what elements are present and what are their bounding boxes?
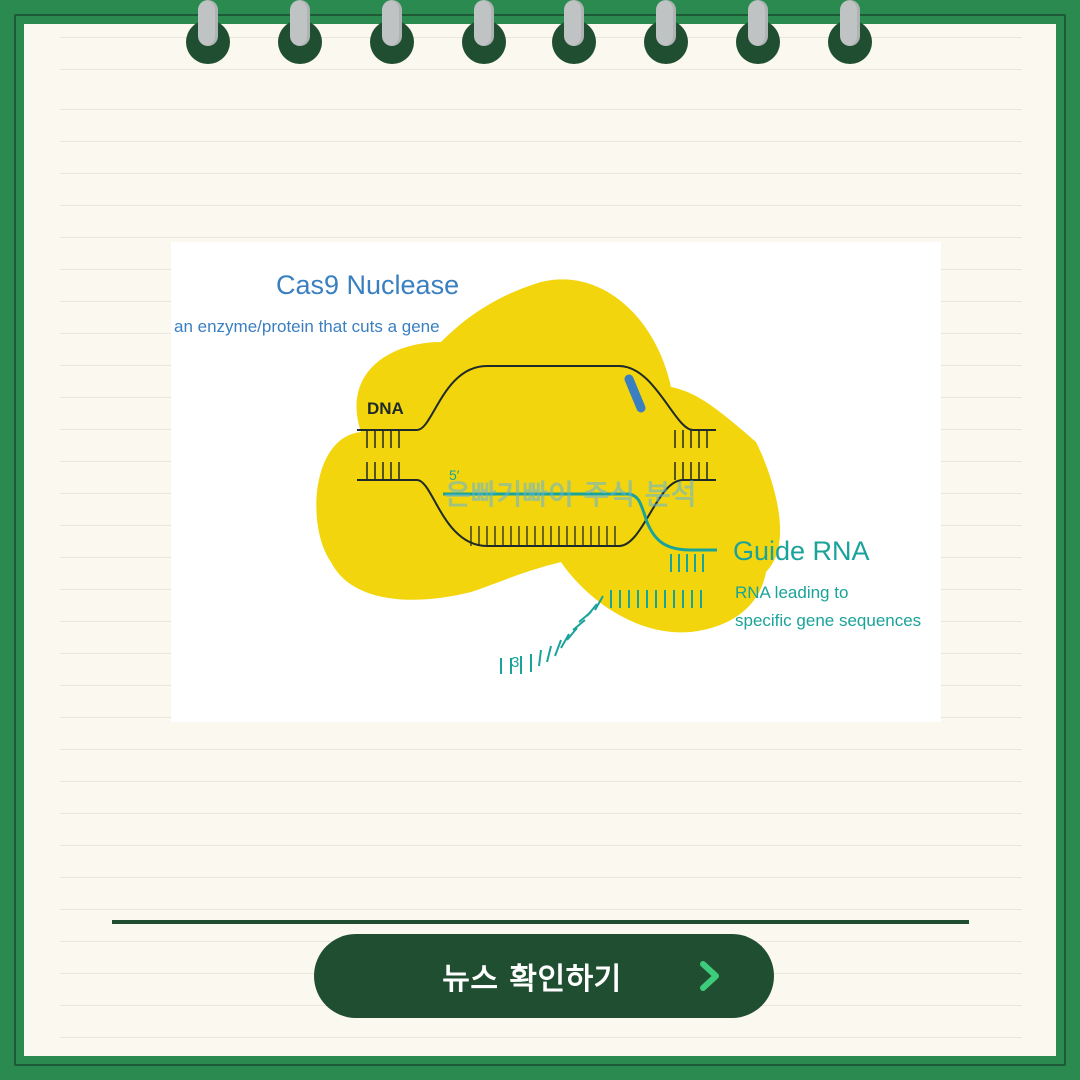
dna-upper-strand [357,365,716,431]
guide-rna-tail [500,595,604,674]
section-divider [112,920,969,924]
news-check-button[interactable]: 뉴스 확인하기 [314,934,774,1018]
overlay-watermark-text: 은빠기빠이 주식 분석 [445,478,696,511]
guide-rna-strand [443,492,717,552]
five-prime-label: 5′ [449,467,460,483]
diagram-title: Cas9 Nuclease [276,270,459,300]
cut-site-marker [624,374,646,413]
dna-base-pairs-left-top [366,430,400,448]
dna-guide-pairs [470,526,616,546]
guide-rna-title: Guide RNA [733,536,870,566]
cas9-diagram-image: Cas9 Nuclease an enzyme/protein that cut… [171,242,941,722]
diagram-subtitle: an enzyme/protein that cuts a gene [174,317,440,336]
dna-label: DNA [367,399,404,418]
dna-base-pairs-left-bottom [366,462,400,480]
guide-rna-line2: specific gene sequences [735,611,921,630]
guide-rna-line1: RNA leading to [735,583,848,602]
dna-base-pairs-right [674,430,708,480]
cas9-diagram: Cas9 Nuclease an enzyme/protein that cut… [174,270,921,674]
three-prime-label: 3′ [511,654,522,671]
chevron-right-icon [700,961,719,991]
guide-rna-pairs [610,554,704,608]
news-button-label: 뉴스 확인하기 [442,962,622,997]
